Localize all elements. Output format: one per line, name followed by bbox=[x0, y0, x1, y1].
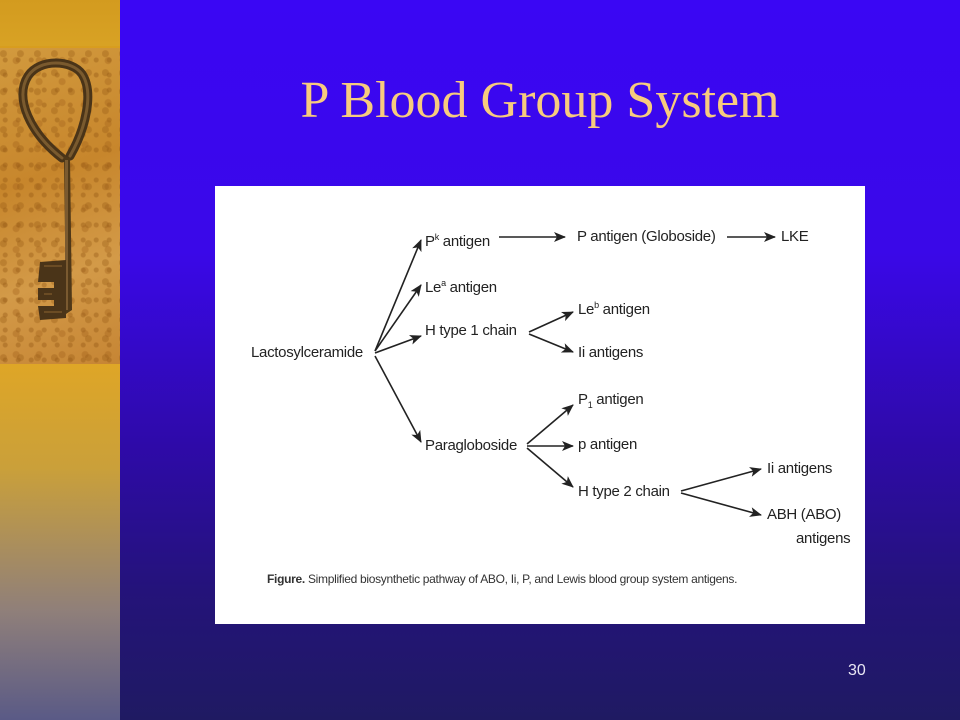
caption-label: Figure. bbox=[267, 572, 305, 586]
pathway-figure: Lactosylceramide Pk antigen P antigen (G… bbox=[215, 186, 865, 624]
node-lea-antigen: Lea antigen bbox=[425, 278, 497, 296]
figure-caption: Figure. Simplified biosynthetic pathway … bbox=[267, 572, 737, 586]
node-small-p-antigen: p antigen bbox=[578, 436, 638, 453]
node-paragloboside: Paragloboside bbox=[425, 437, 518, 454]
sidebar-top-strip bbox=[0, 0, 120, 46]
arrow-to-ii-1 bbox=[528, 333, 574, 353]
arrow-to-pk bbox=[374, 239, 422, 352]
arrow-to-htype1 bbox=[374, 335, 422, 354]
arrow-to-leb bbox=[528, 311, 574, 333]
node-ii-antigens-2: Ii antigens bbox=[767, 460, 833, 477]
node-lke: LKE bbox=[781, 228, 809, 245]
arrow-to-abh bbox=[680, 492, 762, 517]
arrow-to-p1 bbox=[526, 404, 574, 445]
slide-title: P Blood Group System bbox=[300, 72, 780, 129]
node-h-type-2-chain: H type 2 chain bbox=[578, 483, 670, 500]
arrow-to-ii-2 bbox=[680, 467, 762, 492]
node-ii-antigens-1: Ii antigens bbox=[578, 344, 644, 361]
node-pk-antigen: Pk antigen bbox=[425, 232, 490, 250]
node-leb-antigen: Leb antigen bbox=[578, 300, 650, 318]
page-number: 30 bbox=[848, 662, 866, 679]
node-abh-line2: antigens bbox=[796, 530, 851, 547]
node-abh-line1: ABH (ABO) bbox=[767, 506, 841, 523]
node-lactosylceramide: Lactosylceramide bbox=[251, 344, 363, 361]
caption-text: Simplified biosynthetic pathway of ABO, … bbox=[304, 572, 738, 586]
node-h-type-1-chain: H type 1 chain bbox=[425, 322, 517, 339]
arrow-to-htype2 bbox=[526, 447, 574, 488]
arrow-to-paragloboside bbox=[374, 355, 422, 443]
skeleton-key-photo-icon bbox=[0, 48, 120, 364]
arrow-to-lea bbox=[374, 284, 422, 352]
left-sidebar bbox=[0, 0, 120, 720]
node-p-antigen-globoside: P antigen (Globoside) bbox=[577, 228, 716, 245]
pathway-arrows bbox=[374, 232, 776, 517]
node-p1-antigen: P1 antigen bbox=[578, 391, 644, 410]
